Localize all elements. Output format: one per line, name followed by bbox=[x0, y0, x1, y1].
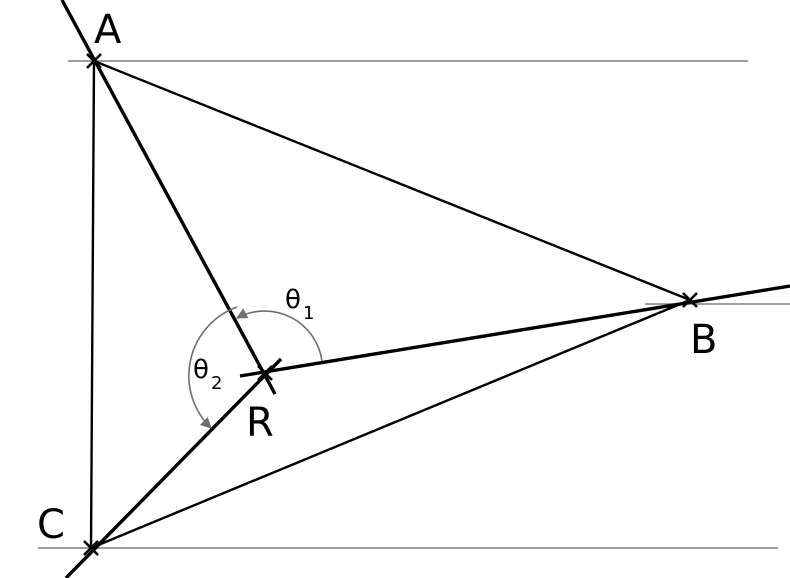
angle-symbol-theta2: θ bbox=[193, 355, 209, 385]
point-c-marker bbox=[83, 540, 99, 556]
point-c-label: C bbox=[37, 502, 65, 548]
angle-arc-theta1 bbox=[236, 308, 323, 362]
angle-subscript-theta2: 2 bbox=[211, 373, 222, 394]
ray-r-b bbox=[239, 284, 790, 378]
edge-a-b bbox=[93, 59, 691, 302]
point-r-marker bbox=[257, 365, 273, 381]
angle-symbol-theta1: θ bbox=[285, 285, 301, 315]
point-a-marker bbox=[86, 53, 102, 69]
edge-c-b bbox=[90, 298, 691, 550]
angle-subscript-theta1: 1 bbox=[303, 303, 314, 324]
point-b-marker bbox=[682, 292, 698, 308]
angle-label-theta2: θ 2 bbox=[193, 355, 222, 394]
point-b-label: B bbox=[690, 317, 717, 363]
point-a-label: A bbox=[94, 7, 122, 53]
ray-r-c bbox=[64, 357, 283, 578]
angle-label-theta1: θ 1 bbox=[285, 285, 314, 324]
angle-arc-theta2 bbox=[188, 306, 238, 429]
point-r-label: R bbox=[246, 400, 274, 446]
edge-a-c bbox=[89, 60, 96, 549]
